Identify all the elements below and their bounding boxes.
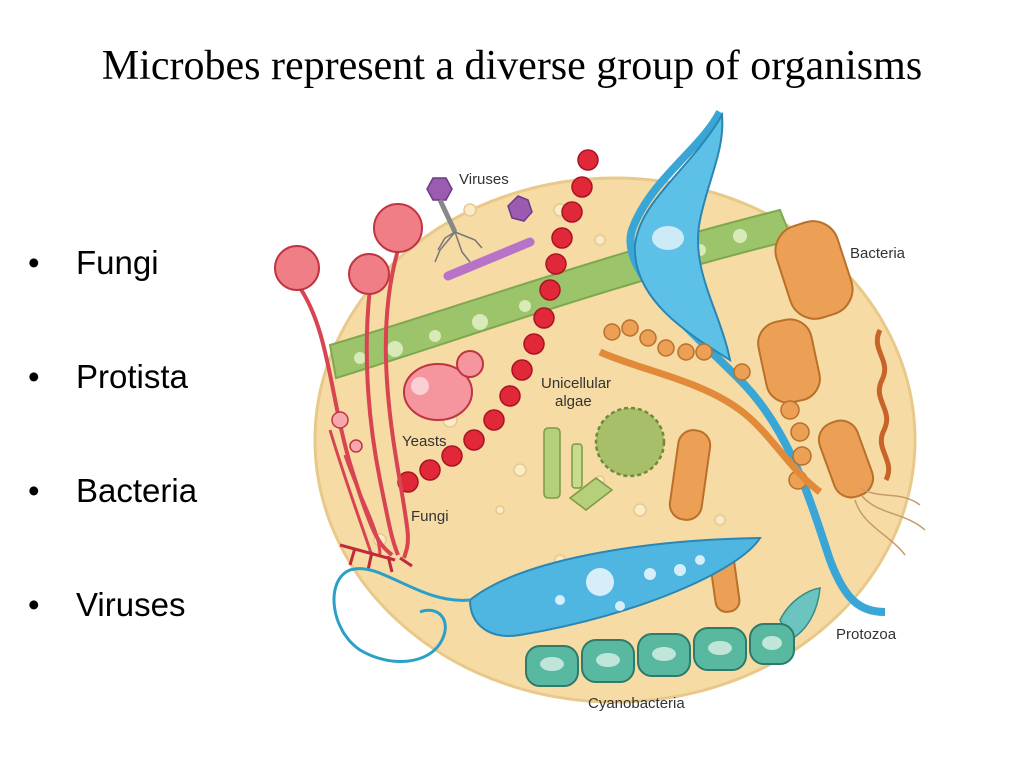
rhizoids [339, 543, 413, 573]
bacteriophage-head-icon [426, 177, 453, 201]
fungi-group [274, 203, 423, 573]
bullet-text: Viruses [76, 586, 186, 623]
yeast-cells [403, 350, 484, 421]
label-protozoa: Protozoa [836, 626, 897, 643]
bacillus-icon [757, 318, 821, 404]
bullet-item-bacteria: • Bacteria [28, 466, 197, 580]
spirochete [874, 328, 892, 482]
bacteriophage-legs [434, 231, 483, 263]
filamentous-virus [443, 237, 535, 281]
bullet-dot-icon: • [28, 586, 40, 623]
label-fungi: Fungi [411, 508, 449, 525]
cyanobacteria-chain [525, 623, 795, 687]
flagella-lines [854, 487, 926, 556]
paramecium-vacuoles [555, 555, 705, 611]
bullet-list: • Fungi • Protista • Bacteria • Viruses [28, 238, 197, 694]
protozoan-nucleus [652, 226, 684, 250]
bullet-dot-icon: • [28, 358, 40, 395]
bacteriophage-tail [437, 198, 458, 234]
spiky-alga-icon [594, 406, 666, 478]
label-bacteria: Bacteria [850, 245, 906, 262]
unicellular-algae-group [543, 406, 666, 511]
label-yeasts: Yeasts [402, 433, 446, 450]
label-viruses: Viruses [459, 171, 509, 188]
sporangium-icon [373, 203, 423, 253]
sporangium-icon [348, 253, 390, 295]
label-cyanobacteria: Cyanobacteria [588, 695, 685, 712]
bacillus-icon [668, 429, 712, 521]
streptococcus-chain [397, 149, 599, 493]
bacteria-group [598, 220, 926, 613]
virus-group [426, 177, 535, 281]
virus-particle-icon [507, 195, 533, 222]
label-unicellular-algae-line1: Unicellular [541, 375, 611, 392]
bullet-item-fungi: • Fungi [28, 238, 197, 352]
bullet-item-viruses: • Viruses [28, 580, 197, 694]
bacillus-icon [817, 419, 875, 499]
bullet-text: Protista [76, 358, 188, 395]
paramecium-flagellum [332, 567, 471, 663]
coccus-chain [603, 319, 812, 490]
bullet-dot-icon: • [28, 244, 40, 281]
bullet-text: Fungi [76, 244, 159, 281]
sporangium-icon [274, 245, 320, 291]
paramecium-body [468, 536, 762, 637]
slide-title: Microbes represent a diverse group of or… [101, 43, 923, 89]
spirillum [598, 348, 823, 495]
bullet-text: Bacteria [76, 472, 198, 509]
bullet-dot-icon: • [28, 472, 40, 509]
label-unicellular-algae-line2: algae [555, 393, 592, 410]
bacillus-icon [774, 220, 854, 320]
bullet-item-protista: • Protista [28, 352, 197, 466]
